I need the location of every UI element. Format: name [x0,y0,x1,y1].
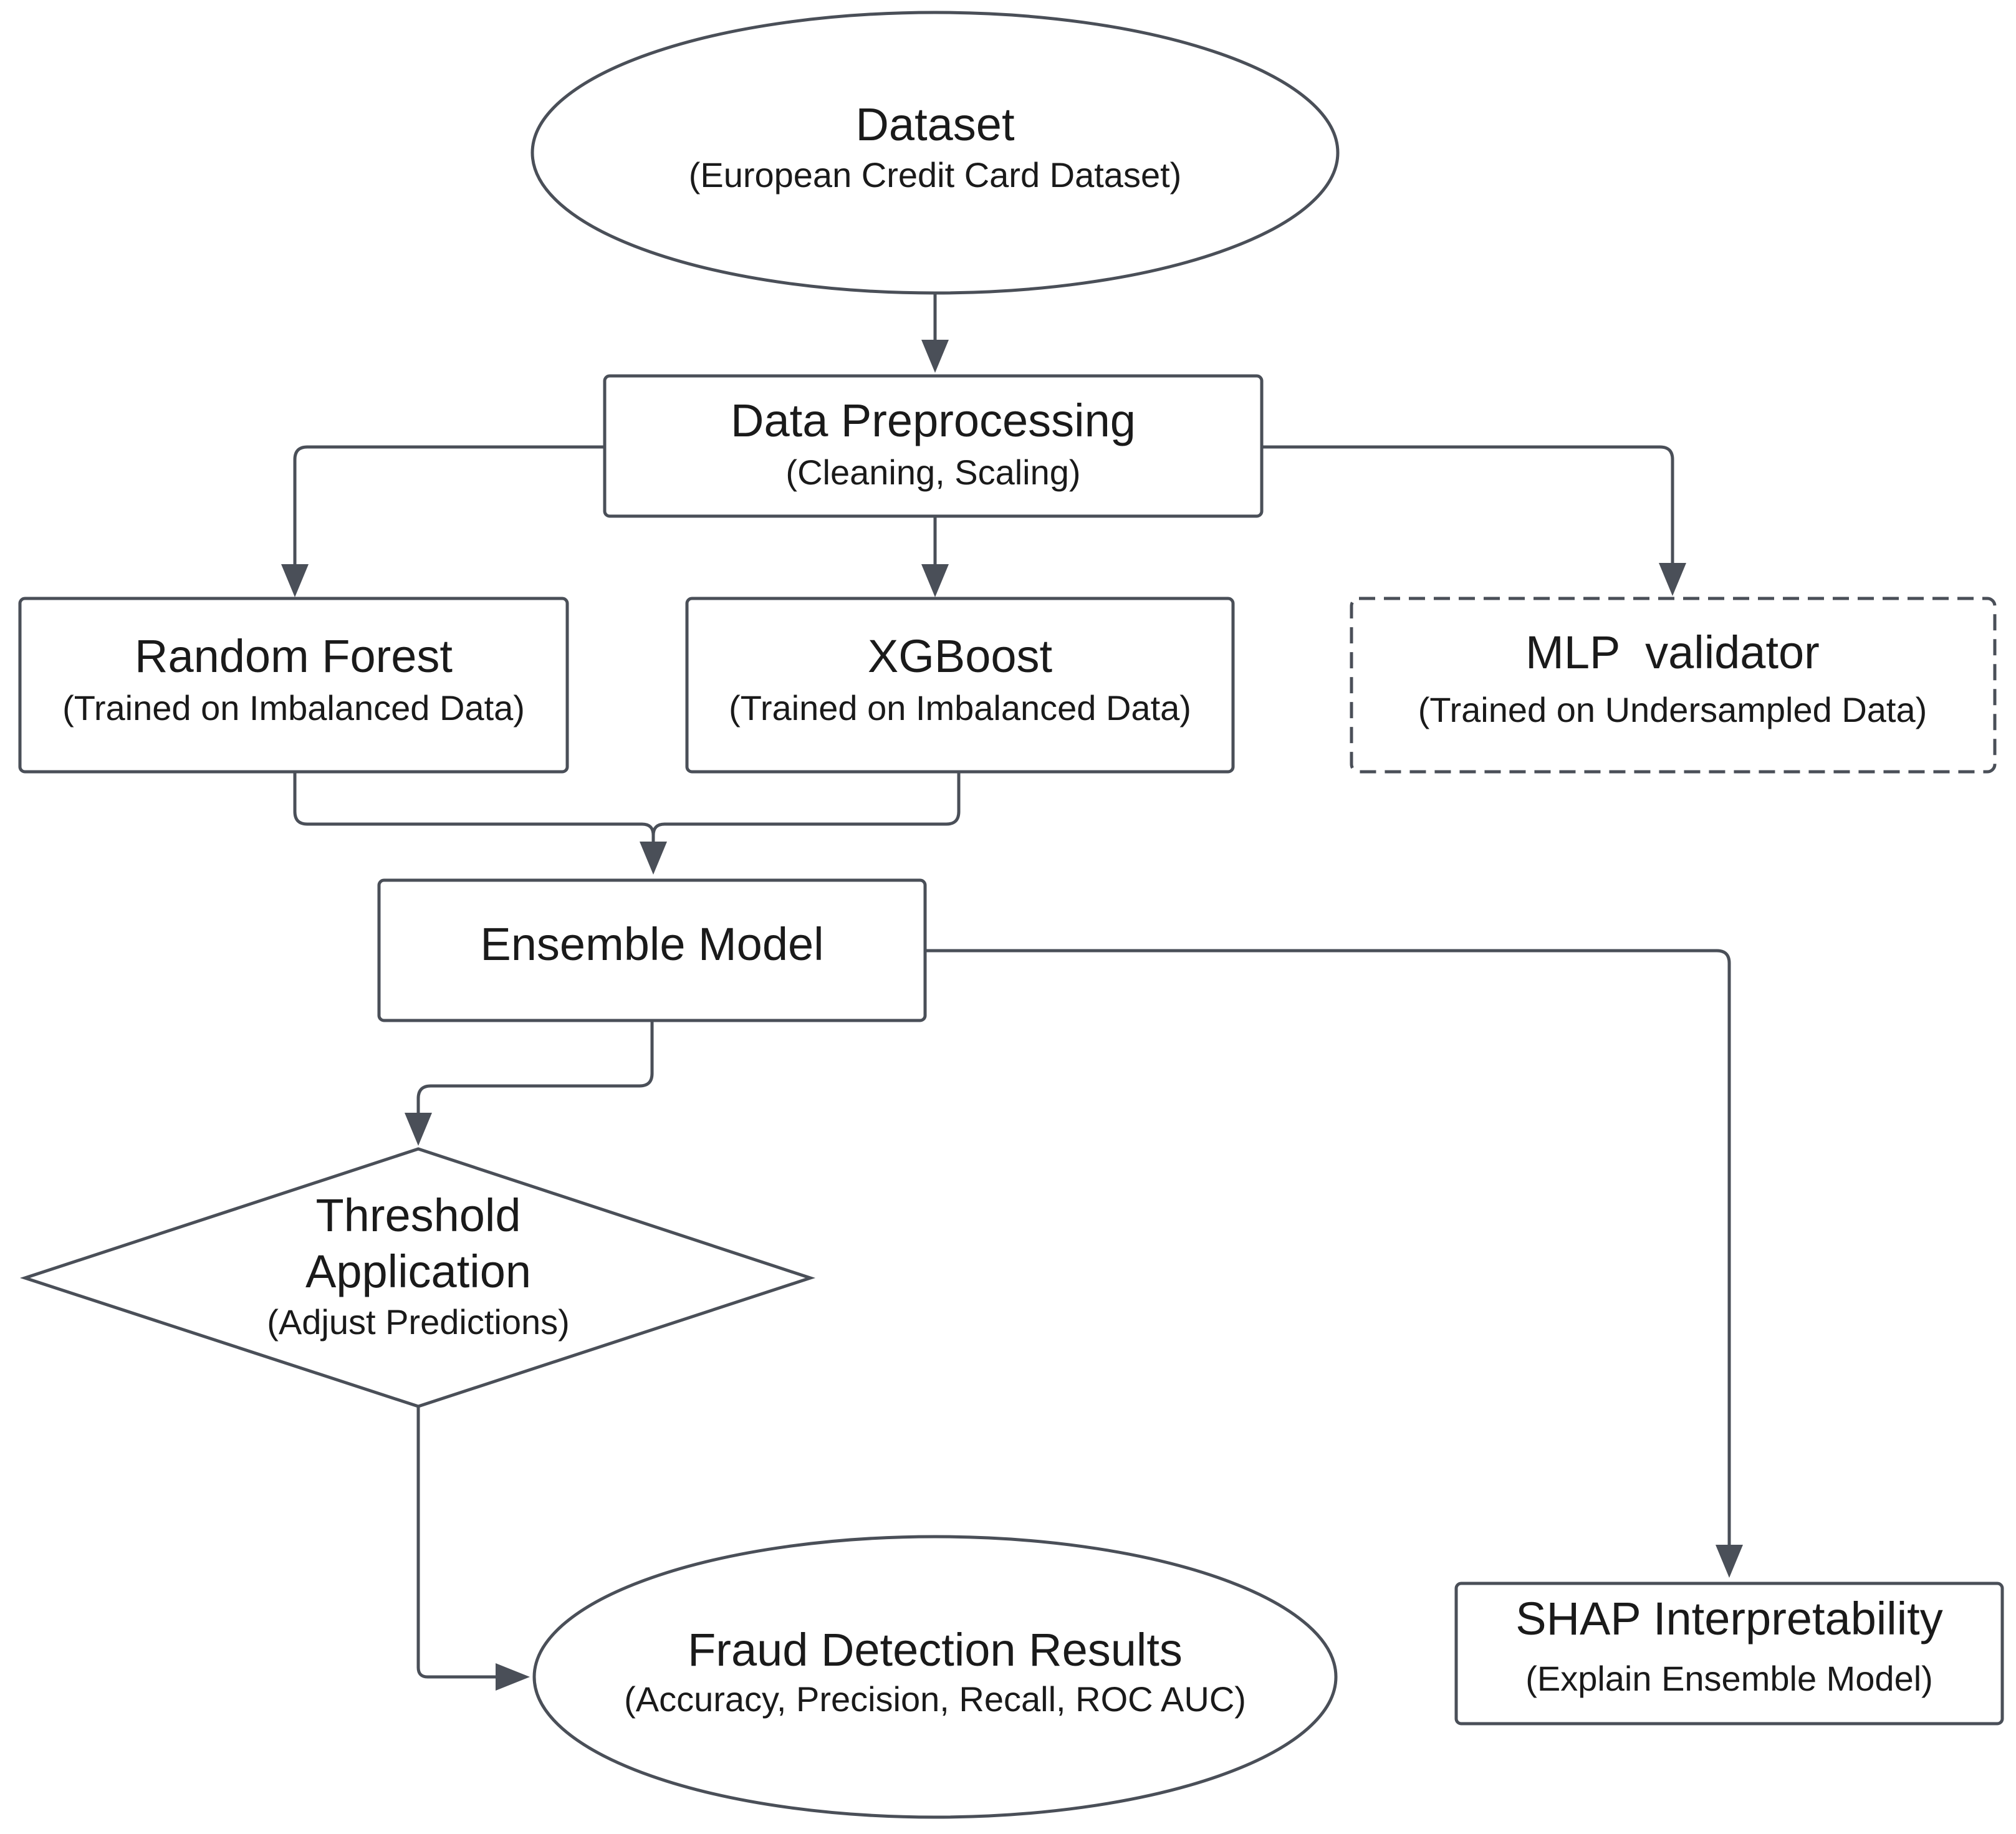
edge-ensemble-to-shap [925,949,1731,1548]
node-shap-interpretability: SHAP Interpretability (Explain Ensemble … [1454,1582,2004,1726]
preprocessing-subtitle: (Cleaning, Scaling) [785,453,1080,492]
node-mlp-validator: MLP validator (Trained on Undersampled D… [1350,597,1997,774]
dataset-shape [530,11,1340,295]
mlp-validator-title: MLP validator [1525,627,1820,678]
ensemble-model-shape [377,878,927,1022]
shap-interpretability-title: SHAP Interpretability [1515,1593,1943,1644]
random-forest-shape [18,597,569,774]
xgboost-title: XGBoost [868,630,1053,682]
node-ensemble-model: Ensemble Model [377,878,927,1022]
preprocessing-shape [603,374,1264,518]
arrowhead-ensemble [640,842,667,875]
shap-interpretability-subtitle: (Explain Ensemble Model) [1525,1659,1933,1698]
arrowhead-xgboost [921,564,949,597]
edge-preprocessing-to-random-forest [293,445,603,567]
edge-preprocessing-to-mlp [1262,445,1674,566]
xgboost-shape [685,597,1235,774]
mlp-validator-shape [1350,597,1997,774]
arrowhead-threshold [405,1113,432,1146]
shap-interpretability-shape [1454,1582,2004,1726]
edge-random-forest-to-ensemble [293,773,655,845]
threshold-subtitle: (Adjust Predictions) [267,1302,570,1342]
threshold-title-line1: Threshold [315,1189,521,1241]
node-dataset: Dataset (European Credit Card Dataset) [530,11,1340,295]
node-xgboost: XGBoost (Trained on Imbalanced Data) [685,597,1235,774]
random-forest-title: Random Forest [135,630,453,682]
preprocessing-title: Data Preprocessing [731,395,1136,446]
threshold-title-line2: Application [305,1246,531,1297]
dataset-title: Dataset [855,98,1014,150]
node-fraud-detection-results: Fraud Detection Results (Accuracy, Preci… [532,1535,1338,1819]
threshold-application-shape [19,1147,816,1408]
node-random-forest: Random Forest (Trained on Imbalanced Dat… [18,597,569,774]
node-threshold-application: Threshold Application (Adjust Prediction… [19,1147,816,1408]
edge-threshold-to-results [416,1406,499,1679]
arrowhead-random-forest [281,564,309,597]
node-preprocessing: Data Preprocessing (Cleaning, Scaling) [603,374,1264,518]
arrowhead-mlp [1659,563,1686,596]
edges [281,294,1743,1691]
mlp-validator-subtitle: (Trained on Undersampled Data) [1418,690,1927,729]
edge-ensemble-to-threshold [416,1020,654,1116]
arrowhead-shap [1716,1545,1743,1578]
xgboost-subtitle: (Trained on Imbalanced Data) [729,688,1191,727]
fraud-detection-results-title: Fraud Detection Results [688,1624,1183,1676]
fraud-detection-results-subtitle: (Accuracy, Precision, Recall, ROC AUC) [624,1679,1246,1719]
arrowhead-results [496,1663,530,1691]
dataset-subtitle: (European Credit Card Dataset) [689,155,1182,194]
fraud-detection-results-shape [532,1535,1338,1819]
ensemble-model-title: Ensemble Model [480,918,823,970]
random-forest-subtitle: (Trained on Imbalanced Data) [62,688,525,727]
arrowhead-preprocessing [921,340,949,373]
edge-xgboost-to-ensemble [651,773,961,836]
